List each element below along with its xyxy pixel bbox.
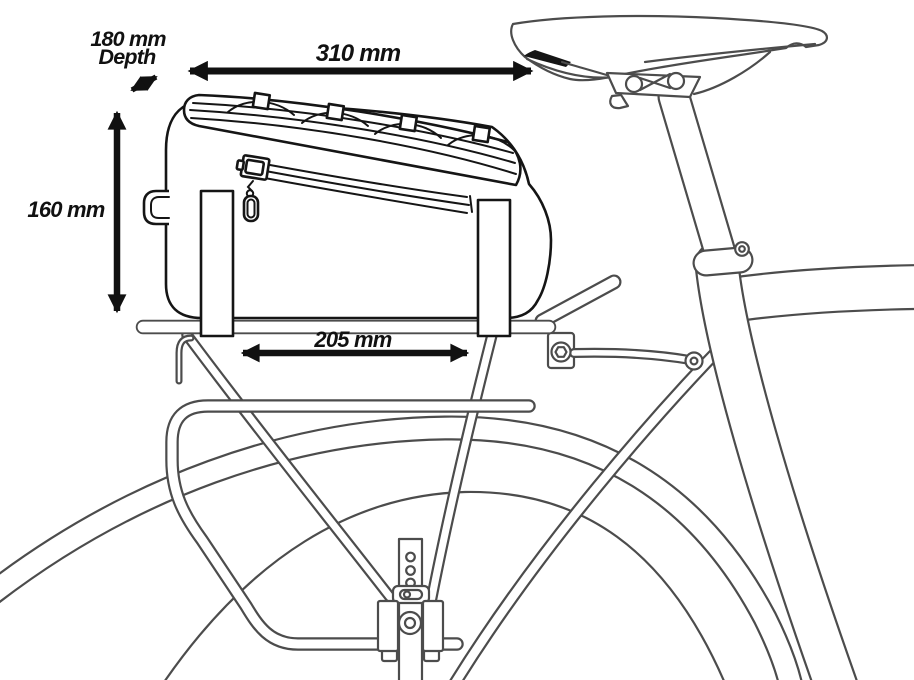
seatpost-head-stop <box>609 93 630 110</box>
zipper <box>235 154 473 223</box>
buckle-tab <box>251 91 272 111</box>
strut-hex-bolt <box>550 341 572 363</box>
adjustment-hole <box>405 551 416 563</box>
mounting-strap-right <box>476 198 512 338</box>
mounting-strap-left <box>199 189 235 338</box>
buckle-tab <box>325 102 346 122</box>
rear-rack <box>172 335 529 644</box>
clamp-bolt <box>734 241 750 257</box>
label-width: 310 mm <box>316 40 401 67</box>
saddle-nose-shade <box>524 50 571 67</box>
saddle-rail <box>560 60 612 78</box>
strut-stay-bolt <box>684 351 704 371</box>
dimension-arrow-depth <box>130 74 158 93</box>
rack-mounting-bracket <box>376 537 445 680</box>
clamp-roller <box>624 74 644 94</box>
buckle-tabs <box>227 91 515 151</box>
tire-arc <box>164 490 725 680</box>
dimension-annotations: 310 mm 180 mm Depth 160 mm 205 mm <box>27 27 534 363</box>
saddle <box>510 14 828 99</box>
zipper-end <box>469 195 473 213</box>
label-depth-caption: Depth <box>99 45 157 69</box>
label-height: 160 mm <box>27 197 104 222</box>
buckle-tab <box>471 124 492 144</box>
trunk-bag <box>142 91 553 338</box>
adjustment-hole <box>405 565 416 576</box>
bracket-bolt <box>403 616 417 630</box>
zipper-slider <box>235 154 271 181</box>
label-rail-spacing: 205 mm <box>313 327 391 352</box>
rear-wheel <box>0 428 791 680</box>
saddle-clamp <box>605 71 702 99</box>
label-depth-value: 180 mm <box>90 27 166 51</box>
bracket-bolt-washer <box>397 610 423 636</box>
leg-sleeve <box>421 599 445 653</box>
saddle-shell <box>510 14 828 82</box>
buckle-tab <box>398 113 419 133</box>
bike-frame <box>452 95 914 680</box>
saddle-rail <box>692 50 772 96</box>
side-strap-keeper <box>142 189 170 226</box>
clamp-roller <box>666 71 686 91</box>
rack-strut <box>546 331 704 371</box>
leg-sleeve <box>376 599 400 653</box>
